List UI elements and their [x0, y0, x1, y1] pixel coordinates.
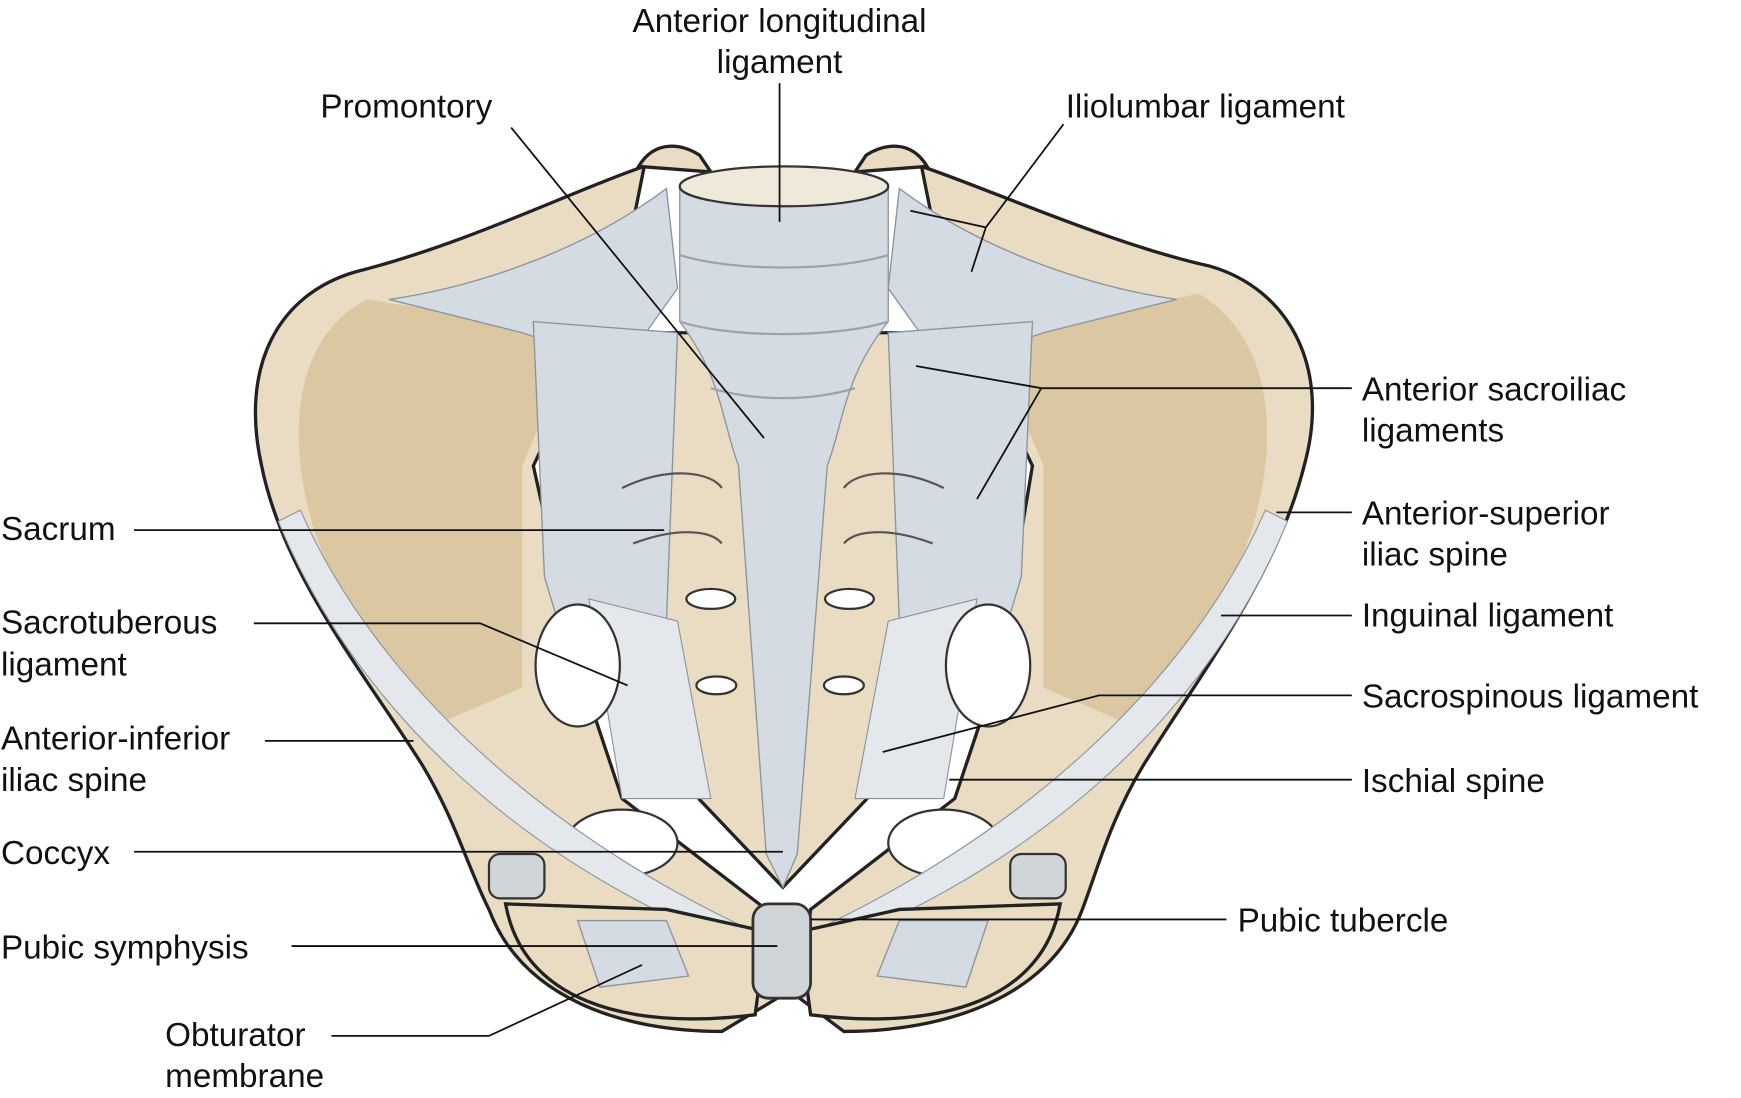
label-sacrospinous-ligament: Sacrospinous ligament	[1362, 679, 1699, 716]
label-sacrotuberous: Sacrotuberous	[1, 604, 217, 641]
label-anterior-sacroiliac: Anterior sacroiliac	[1362, 371, 1626, 408]
obturator-membrane	[576, 919, 690, 988]
label-obturator-membrane: Obturator	[165, 1017, 306, 1054]
label-asis-2: iliac spine	[1362, 537, 1508, 574]
label-anterior-longitudinal-ligament: Anterior longitudinal	[633, 3, 927, 40]
label-promontory: Promontory	[320, 89, 492, 126]
iliolumbar-ligament	[388, 187, 679, 367]
label-anterior-longitudinal-ligament-2: ligament	[717, 44, 843, 81]
label-ischial-spine: Ischial spine	[1362, 763, 1545, 800]
leader-lines	[134, 83, 1352, 1037]
label-obturator-membrane-2: membrane	[165, 1058, 324, 1095]
label-pubic-tubercle: Pubic tubercle	[1238, 903, 1449, 940]
label-inguinal-ligament: Inguinal ligament	[1362, 598, 1614, 635]
label-sacrum: Sacrum	[1, 511, 116, 548]
label-sacrotuberous-2: ligament	[1, 646, 127, 683]
label-pubic-symphysis: Pubic symphysis	[1, 929, 249, 966]
label-aiis-2: iliac spine	[1, 762, 147, 799]
label-asis: Anterior-superior	[1362, 496, 1610, 533]
pelvis-illustration	[253, 144, 1314, 1034]
label-iliolumbar-ligament: Iliolumbar ligament	[1066, 89, 1345, 126]
labels: Anterior longitudinal ligament Promontor…	[1, 3, 1698, 1095]
pubic-symphysis-disc	[751, 902, 812, 1000]
label-aiis: Anterior-inferior	[1, 721, 230, 758]
label-anterior-sacroiliac-2: ligaments	[1362, 412, 1504, 449]
label-coccyx: Coccyx	[1, 835, 110, 872]
